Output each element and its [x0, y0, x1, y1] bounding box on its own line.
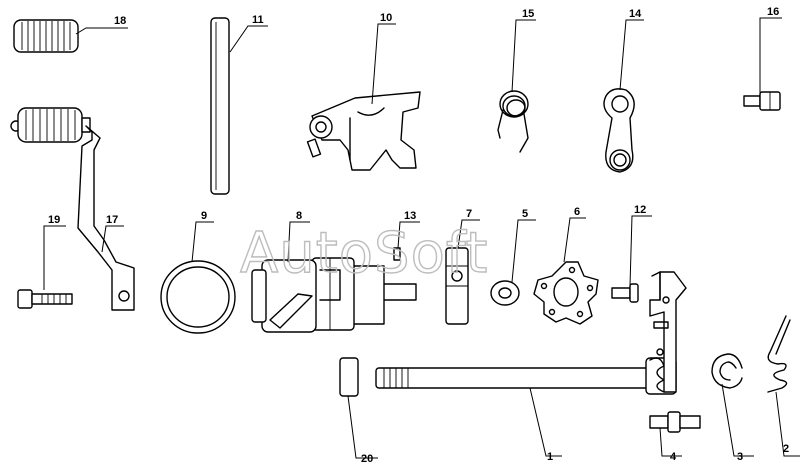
watermark: AutoSoft — [240, 221, 489, 286]
callout-labels: 18 11 10 15 14 16 17 19 9 8 13 7 5 6 12 … — [48, 6, 789, 465]
callout-19: 19 — [48, 214, 60, 226]
part-18-footrest-rubber — [13, 19, 79, 53]
part-19-bolt — [17, 289, 73, 309]
leader-lines — [43, 17, 800, 459]
part-14-link-plate — [603, 88, 635, 173]
callout-3: 3 — [737, 451, 743, 463]
callout-14: 14 — [629, 8, 642, 20]
part-17-kick-lever — [10, 107, 135, 311]
part-8-shift-drum — [251, 257, 417, 333]
callout-18: 18 — [114, 15, 126, 27]
part-12-screw — [611, 283, 639, 303]
part-11-shaft — [210, 17, 230, 195]
callout-6: 6 — [574, 206, 580, 218]
callout-4: 4 — [670, 451, 677, 463]
part-5-washer — [490, 280, 520, 306]
part-6-star-cam — [533, 261, 599, 325]
callout-11: 11 — [252, 14, 264, 26]
part-13-pin — [393, 247, 401, 261]
callout-15: 15 — [522, 8, 534, 20]
callout-17: 17 — [106, 214, 118, 226]
callout-5: 5 — [522, 208, 528, 220]
callout-16: 16 — [767, 6, 779, 18]
callout-8: 8 — [296, 210, 302, 222]
callout-13: 13 — [404, 210, 416, 222]
part-15-torsion-spring — [497, 90, 529, 153]
part-16-bolt — [743, 91, 781, 111]
callout-2: 2 — [783, 443, 789, 455]
callout-7: 7 — [466, 208, 472, 220]
callout-9: 9 — [201, 210, 207, 222]
callout-12: 12 — [634, 204, 646, 216]
part-2-spring — [767, 315, 791, 393]
part-3-circlip — [711, 353, 743, 389]
part-7-block — [445, 247, 469, 325]
part-4-stud — [649, 411, 701, 433]
part-9-ring — [160, 260, 236, 334]
part-20-sleeve — [339, 357, 359, 397]
callout-10: 10 — [380, 12, 392, 24]
callout-20: 20 — [361, 453, 373, 465]
part-10-shift-fork — [306, 91, 421, 171]
part-1-main-shaft — [375, 271, 687, 395]
callout-1: 1 — [547, 451, 553, 463]
